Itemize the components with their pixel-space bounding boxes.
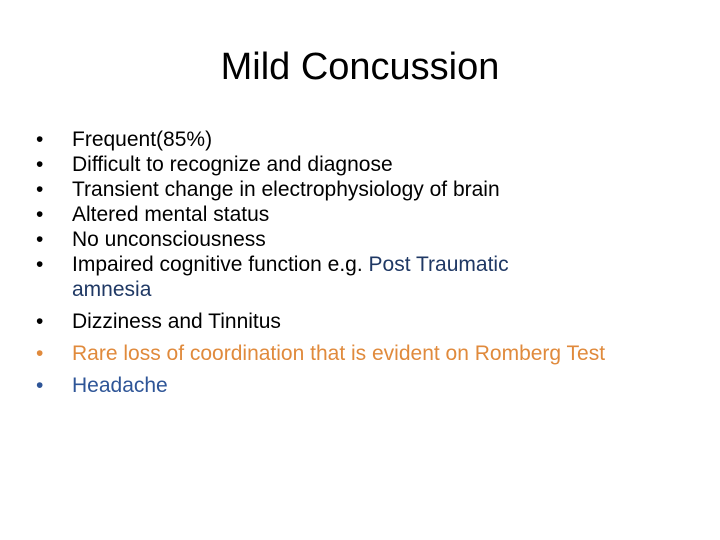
bullet-text: No unconsciousness [72,228,266,251]
list-item: • Impaired cognitive function e.g. Post … [36,252,676,302]
bullet-highlight-text: Post Traumatic [368,253,509,276]
list-item: • Frequent(85%) [36,127,676,152]
bullet-icon: • [36,310,44,333]
bullet-icon: • [36,342,44,365]
slide-title: Mild Concussion [220,46,500,88]
list-item: • No unconsciousness [36,227,676,252]
bullet-text: Rare loss of coordination that is eviden… [72,342,606,365]
list-item: • Headache [36,373,676,398]
bullet-text: Altered mental status [72,203,270,226]
bullet-icon: • [36,374,44,397]
list-item: • Dizziness and Tinnitus [36,309,676,334]
bullet-icon: • [36,253,44,276]
list-item: • Difficult to recognize and diagnose [36,152,676,177]
bullet-icon: • [36,203,44,226]
bullet-text: Frequent(85%) [72,128,213,151]
bullet-icon: • [36,178,44,201]
bullet-text: Impaired cognitive function e.g. [72,253,369,276]
bullet-icon: • [36,228,44,251]
bullet-text: Transient change in electrophysiology of… [72,178,500,201]
list-item: • Rare loss of coordination that is evid… [36,341,676,366]
bullet-continuation-text: amnesia [72,278,152,301]
bullet-text: Headache [72,374,168,397]
list-item: • Transient change in electrophysiology … [36,177,676,202]
bullet-text: Dizziness and Tinnitus [72,310,281,333]
bullet-icon: • [36,153,44,176]
bullet-icon: • [36,128,44,151]
bullet-text: Difficult to recognize and diagnose [72,153,393,176]
bullet-list: • Frequent(85%) • Difficult to recognize… [36,127,676,405]
list-item: • Altered mental status [36,202,676,227]
